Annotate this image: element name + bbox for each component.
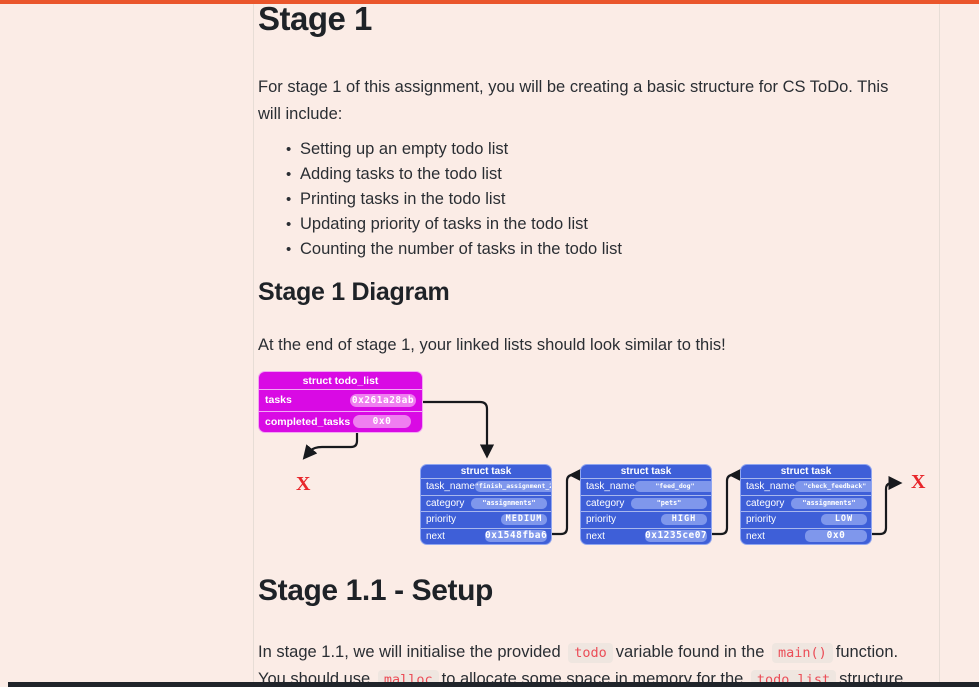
- field-label: category: [746, 497, 785, 509]
- field-label: next: [426, 530, 445, 542]
- field-label: category: [586, 497, 625, 509]
- arrow-completedtasks-to-null: [302, 428, 359, 460]
- field-label: completed_tasks: [265, 415, 351, 428]
- field-label: category: [426, 497, 465, 509]
- diagram-caption: At the end of stage 1, your linked lists…: [258, 336, 726, 354]
- task-field-next: next 0x1548fba6: [421, 527, 551, 545]
- bullet-icon: •: [286, 241, 292, 258]
- inline-code-todo: todo: [568, 643, 613, 663]
- list-item: • Printing tasks in the todo list: [258, 187, 913, 212]
- task-field-task-name: task_name "finish_assignment_2": [421, 479, 551, 495]
- diagram-section-heading: Stage 1 Diagram: [258, 278, 450, 306]
- text-run: function.: [835, 643, 899, 661]
- task-struct-box-3: struct task task_name "check_feedback" c…: [740, 464, 872, 545]
- arrow-task3-to-null: [867, 475, 903, 536]
- value-pill: HIGH: [661, 514, 707, 526]
- list-item: • Adding tasks to the todo list: [258, 162, 913, 187]
- task-field-next: next 0x0: [741, 527, 871, 545]
- field-label: task_name: [426, 481, 475, 493]
- pointer-value-pill: 0x261a28ab: [350, 393, 416, 407]
- task-field-category: category "pets": [581, 494, 711, 512]
- inline-code-main: main(): [771, 643, 833, 663]
- task-field-priority: priority LOW: [741, 511, 871, 528]
- null-x-marker-left: X: [296, 473, 311, 495]
- task-field-category: category "assignments": [741, 494, 871, 512]
- task-field-priority: priority HIGH: [581, 511, 711, 528]
- right-column-divider: [939, 4, 940, 687]
- null-x-marker-right: X: [911, 471, 926, 493]
- task-field-category: category "assignments": [421, 494, 551, 512]
- value-pill: "assignments": [791, 497, 867, 509]
- list-item: • Updating priority of tasks in the todo …: [258, 212, 913, 237]
- text-run: variable found in the: [615, 643, 769, 661]
- list-item-text: Updating priority of tasks in the todo l…: [300, 215, 588, 233]
- list-item: • Counting the number of tasks in the tod…: [258, 237, 913, 262]
- diagram-arrows: [302, 400, 903, 536]
- list-item-text: Printing tasks in the todo list: [300, 190, 506, 208]
- task-struct-box-1: struct task task_name "finish_assignment…: [420, 464, 552, 545]
- task-struct-title: struct task: [421, 465, 551, 479]
- field-label: priority: [586, 514, 617, 526]
- field-label: next: [746, 530, 765, 542]
- left-column-divider: [253, 4, 254, 687]
- value-pill: "feed_dog": [634, 481, 711, 493]
- pointer-value-pill: 0x1548fba6: [485, 530, 547, 543]
- task-field-priority: priority MEDIUM: [421, 511, 551, 528]
- value-pill: "pets": [631, 497, 707, 509]
- value-pill: "finish_assignment_2": [474, 481, 551, 493]
- list-item-text: Counting the number of tasks in the todo…: [300, 240, 622, 258]
- todo-list-struct-title: struct todo_list: [259, 372, 422, 390]
- arrow-task1-to-task2: [552, 467, 583, 536]
- todo-list-struct-box: struct todo_list tasks 0x261a28ab comple…: [258, 371, 423, 433]
- bullet-icon: •: [286, 216, 292, 233]
- list-item: • Setting up an empty todo list: [258, 137, 913, 162]
- pointer-value-pill: 0x0: [353, 415, 411, 429]
- list-item-text: Adding tasks to the todo list: [300, 165, 502, 183]
- todo-list-field-tasks: tasks 0x261a28ab: [259, 390, 422, 411]
- arrow-task2-to-task3: [712, 467, 743, 536]
- task-struct-box-2: struct task task_name "feed_dog" categor…: [580, 464, 712, 545]
- field-label: next: [586, 530, 605, 542]
- bullet-icon: •: [286, 191, 292, 208]
- field-label: priority: [426, 514, 457, 526]
- setup-paragraph: In stage 1.1, we will initialise the pro…: [258, 640, 938, 665]
- list-item-text: Setting up an empty todo list: [300, 140, 509, 158]
- task-struct-title: struct task: [741, 465, 871, 479]
- value-pill: MEDIUM: [501, 514, 547, 526]
- value-pill: "assignments": [471, 497, 547, 509]
- window-top-accent-bar: [0, 0, 979, 4]
- bullet-icon: •: [286, 166, 292, 183]
- intro-paragraph: For stage 1 of this assignment, you will…: [258, 78, 889, 123]
- text-run: In stage 1.1, we will initialise the pro…: [258, 643, 566, 661]
- value-pill: "check_feedback": [794, 481, 871, 493]
- task-field-task-name: task_name "check_feedback": [741, 479, 871, 495]
- field-label: task_name: [746, 481, 795, 493]
- todo-list-field-completed-tasks: completed_tasks 0x0: [259, 410, 422, 433]
- stage1-bullet-list: • Setting up an empty todo list • Adding t…: [258, 137, 913, 262]
- field-label: task_name: [586, 481, 635, 493]
- field-label: tasks: [265, 394, 292, 407]
- linked-list-diagram: struct todo_list tasks 0x261a28ab comple…: [0, 365, 979, 575]
- pointer-value-pill: 0x1235ce07: [645, 530, 707, 543]
- setup-section-heading: Stage 1.1 - Setup: [258, 574, 493, 607]
- task-field-next: next 0x1235ce07: [581, 527, 711, 545]
- value-pill: LOW: [821, 514, 867, 526]
- task-struct-title: struct task: [581, 465, 711, 479]
- arrow-tasks-to-task1: [418, 400, 495, 459]
- bullet-icon: •: [286, 141, 292, 158]
- bottom-window-edge-bar: [8, 682, 979, 687]
- pointer-value-pill: 0x0: [805, 530, 867, 543]
- task-field-task-name: task_name "feed_dog": [581, 479, 711, 495]
- page-title: Stage 1: [258, 0, 372, 37]
- field-label: priority: [746, 514, 777, 526]
